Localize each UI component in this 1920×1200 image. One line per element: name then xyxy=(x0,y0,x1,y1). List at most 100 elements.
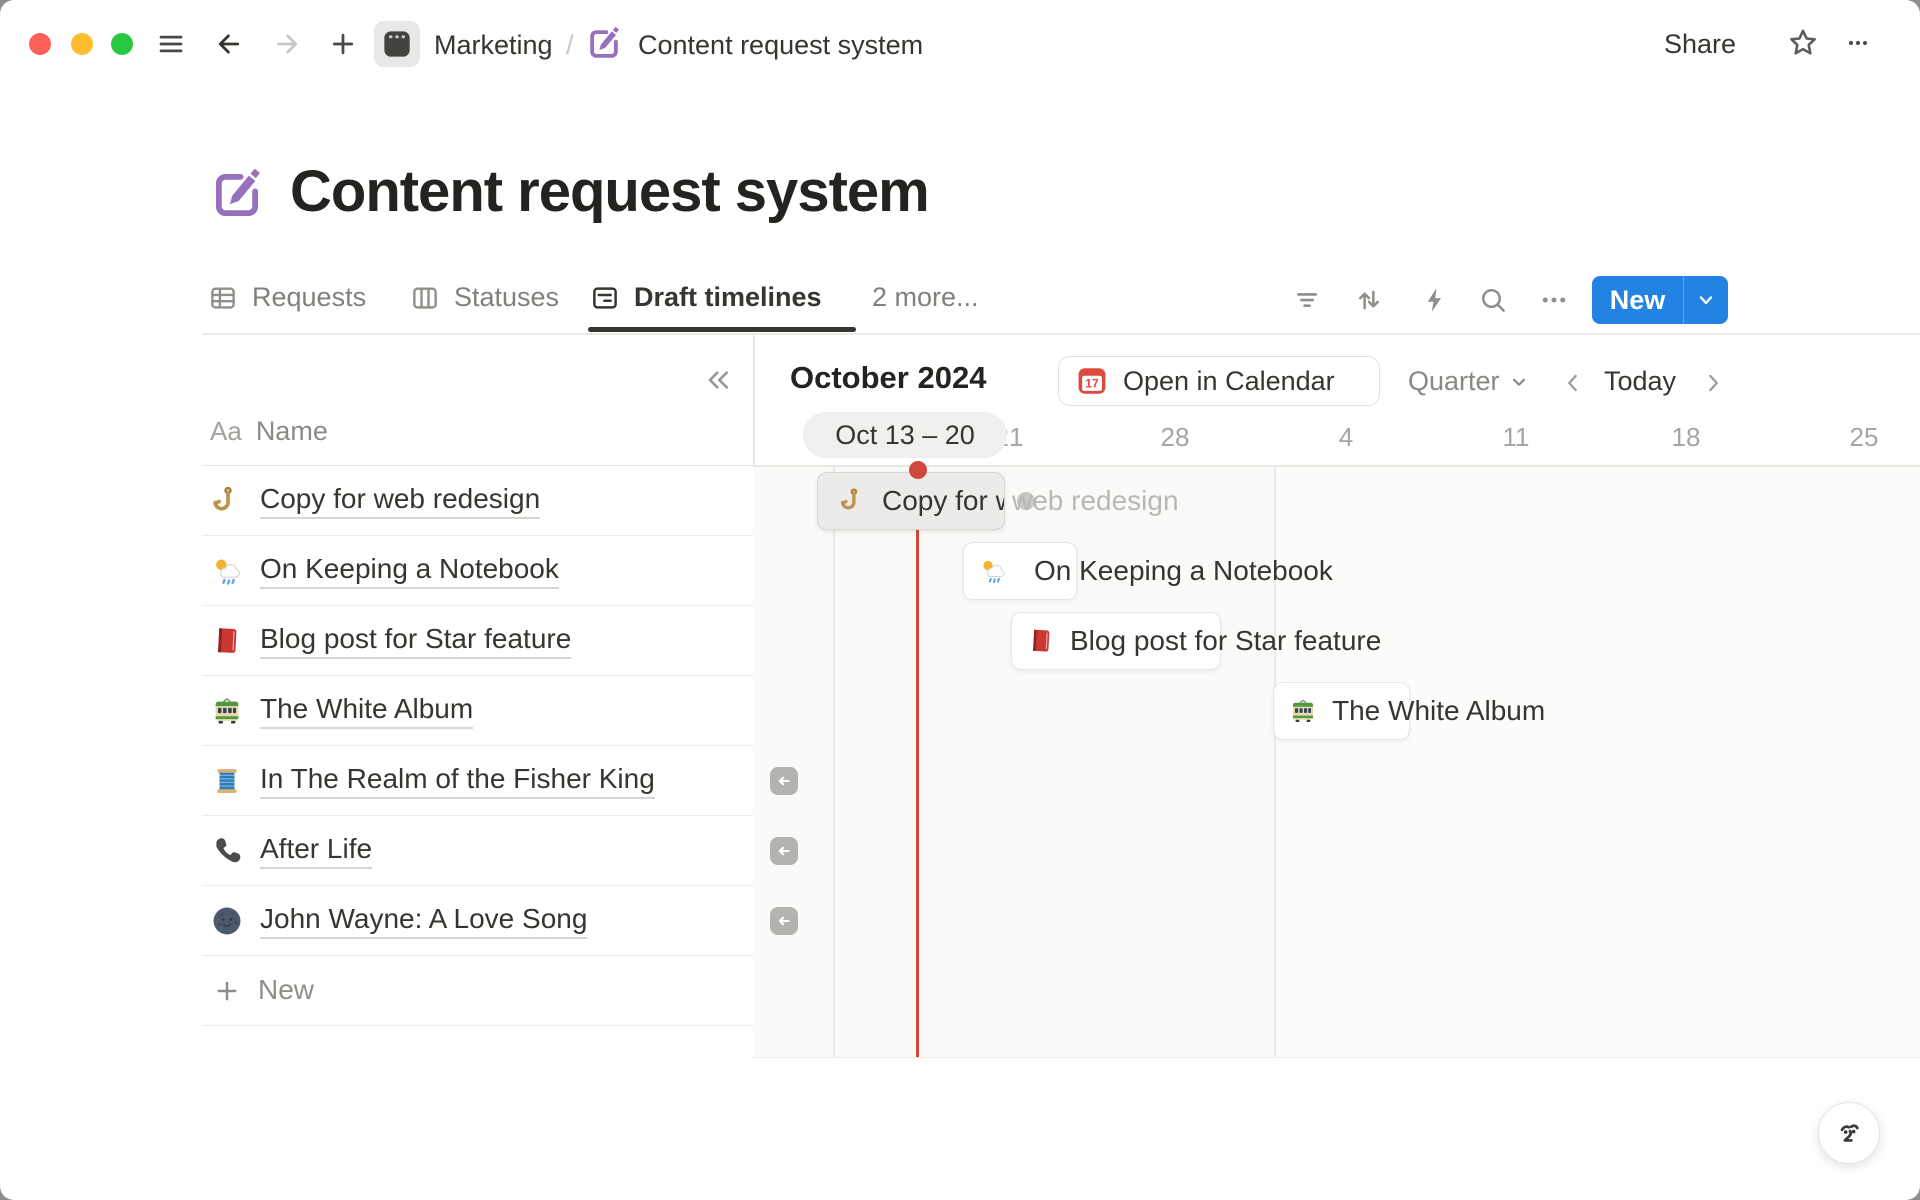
filter-icon[interactable] xyxy=(1292,285,1322,315)
week-start-label: 18 xyxy=(1671,422,1701,452)
timeline-bar[interactable]: Blog post for Star feature xyxy=(1011,612,1381,670)
week-start-label: 4 xyxy=(1338,422,1354,452)
timeline-bar-label: On Keeping a Notebook xyxy=(1034,555,1333,586)
tab-statuses[interactable]: Statuses xyxy=(410,282,559,313)
sun-rain-emoji xyxy=(978,556,1008,586)
timeline-view-icon xyxy=(590,283,620,313)
table-row[interactable]: In The Realm of the Fisher King xyxy=(202,746,753,816)
tabs-more-label: 2 more... xyxy=(872,282,979,312)
week-start-label: 25 xyxy=(1849,422,1879,452)
arrow-left-icon xyxy=(773,910,795,932)
tabs-more-button[interactable]: 2 more... xyxy=(872,282,979,313)
search-icon[interactable] xyxy=(1478,285,1508,315)
more-options-icon[interactable] xyxy=(1840,31,1876,55)
table-row[interactable]: On Keeping a Notebook xyxy=(202,536,753,606)
view-options-icon[interactable] xyxy=(1536,285,1572,315)
phone-emoji xyxy=(210,834,244,868)
new-row-label: New xyxy=(258,973,315,1005)
chevron-down-icon xyxy=(1506,369,1532,395)
breadcrumb-page-icon xyxy=(585,25,623,63)
row-title[interactable]: John Wayne: A Love Song xyxy=(260,903,588,939)
workspace-icon xyxy=(381,28,413,60)
red-book-emoji xyxy=(210,624,244,658)
table-rows: Copy for web redesign On Keeping a Notebo… xyxy=(202,466,753,1026)
new-row-button[interactable]: New xyxy=(202,956,753,1026)
bar-resize-handle[interactable] xyxy=(1017,492,1035,510)
timeline-bar-label: Blog post for Star feature xyxy=(1070,625,1382,656)
row-title[interactable]: Copy for web redesign xyxy=(260,483,541,519)
tab-label: Requests xyxy=(252,282,367,312)
timeline-zoom-select[interactable]: Quarter xyxy=(1408,366,1532,397)
table-row[interactable]: Copy for web redesign xyxy=(202,466,753,536)
table-row[interactable]: Blog post for Star feature xyxy=(202,606,753,676)
arrow-left-icon xyxy=(773,840,795,862)
new-tab-icon[interactable] xyxy=(328,29,358,59)
row-title[interactable]: The White Album xyxy=(260,693,474,729)
prev-period-icon[interactable] xyxy=(1560,370,1586,396)
thread-emoji xyxy=(210,764,244,798)
today-button[interactable]: Today xyxy=(1604,366,1677,396)
scroll-to-bar-button[interactable] xyxy=(770,907,798,935)
new-button-dropdown[interactable] xyxy=(1683,276,1728,324)
timeline-bar[interactable]: The White Album xyxy=(1273,682,1545,740)
forward-icon[interactable] xyxy=(272,29,302,59)
tabs-divider xyxy=(202,333,1920,335)
traffic-zoom-button[interactable] xyxy=(111,33,133,55)
sidebar-toggle-icon[interactable] xyxy=(156,29,186,59)
row-title[interactable]: On Keeping a Notebook xyxy=(260,553,559,589)
traffic-minimize-button[interactable] xyxy=(71,33,93,55)
timeline-bottom-border xyxy=(753,1057,1920,1058)
svg-text:17: 17 xyxy=(1085,377,1099,391)
breadcrumb-page[interactable]: Content request system xyxy=(638,30,924,60)
timeline-bar[interactable]: Copy for web redesign xyxy=(817,472,1005,530)
automation-zap-icon[interactable] xyxy=(1420,285,1450,315)
share-button[interactable]: Share xyxy=(1664,29,1737,59)
tram-emoji xyxy=(1288,696,1318,726)
timeline-bar-label: Copy for web redesign xyxy=(882,485,1004,516)
red-book-emoji xyxy=(1026,626,1056,656)
title-property-icon: Aa xyxy=(210,416,242,446)
tab-label: Draft timelines xyxy=(634,282,822,312)
collapse-panel-icon[interactable] xyxy=(702,364,734,396)
table-row[interactable]: After Life xyxy=(202,816,753,886)
back-icon[interactable] xyxy=(214,29,244,59)
plus-gray-icon xyxy=(212,976,242,1006)
calendar-icon: 17 xyxy=(1075,364,1109,398)
timeline-top-border xyxy=(753,465,1920,467)
sun-rain-emoji xyxy=(210,554,244,588)
table-view-icon xyxy=(208,283,238,313)
favorite-star-icon[interactable] xyxy=(1786,26,1820,60)
page-title[interactable]: Content request system xyxy=(290,159,930,224)
breadcrumb-workspace-chip[interactable] xyxy=(374,21,420,67)
name-column-header[interactable]: Aa Name xyxy=(202,398,753,466)
next-period-icon[interactable] xyxy=(1700,370,1726,396)
new-button-label: New xyxy=(1609,284,1666,315)
name-column-label: Name xyxy=(255,416,328,446)
row-title[interactable]: In The Realm of the Fisher King xyxy=(260,763,655,799)
open-in-calendar-button[interactable]: 17 Open in Calendar xyxy=(1058,356,1380,406)
tab-requests[interactable]: Requests xyxy=(208,282,366,313)
row-title[interactable]: Blog post for Star feature xyxy=(260,623,572,659)
drag-date-range-pill: Oct 13 – 20 xyxy=(803,412,1007,458)
scroll-to-bar-button[interactable] xyxy=(770,837,798,865)
hook-emoji xyxy=(838,486,868,516)
tram-emoji xyxy=(210,694,244,728)
timeline-bar[interactable]: On Keeping a Notebook xyxy=(963,542,1333,600)
chevron-down-icon xyxy=(1694,288,1718,312)
traffic-close-button[interactable] xyxy=(29,33,51,55)
week-start-label: 11 xyxy=(1502,422,1530,452)
breadcrumb-workspace[interactable]: Marketing xyxy=(434,30,553,60)
tab-draft-timelines[interactable]: Draft timelines xyxy=(590,282,822,313)
timeline-bar-label: The White Album xyxy=(1332,695,1546,726)
ai-face-icon xyxy=(1830,1114,1868,1152)
sort-icon[interactable] xyxy=(1354,285,1384,315)
table-row[interactable]: John Wayne: A Love Song xyxy=(202,886,753,956)
timeline-month-label: October 2024 xyxy=(790,360,987,395)
table-row[interactable]: The White Album xyxy=(202,676,753,746)
new-button[interactable]: New xyxy=(1592,276,1728,324)
notion-ai-button[interactable] xyxy=(1818,1102,1880,1164)
arrow-left-icon xyxy=(773,770,795,792)
row-title[interactable]: After Life xyxy=(260,833,373,869)
week-start-label: 28 xyxy=(1160,422,1190,452)
scroll-to-bar-button[interactable] xyxy=(770,767,798,795)
